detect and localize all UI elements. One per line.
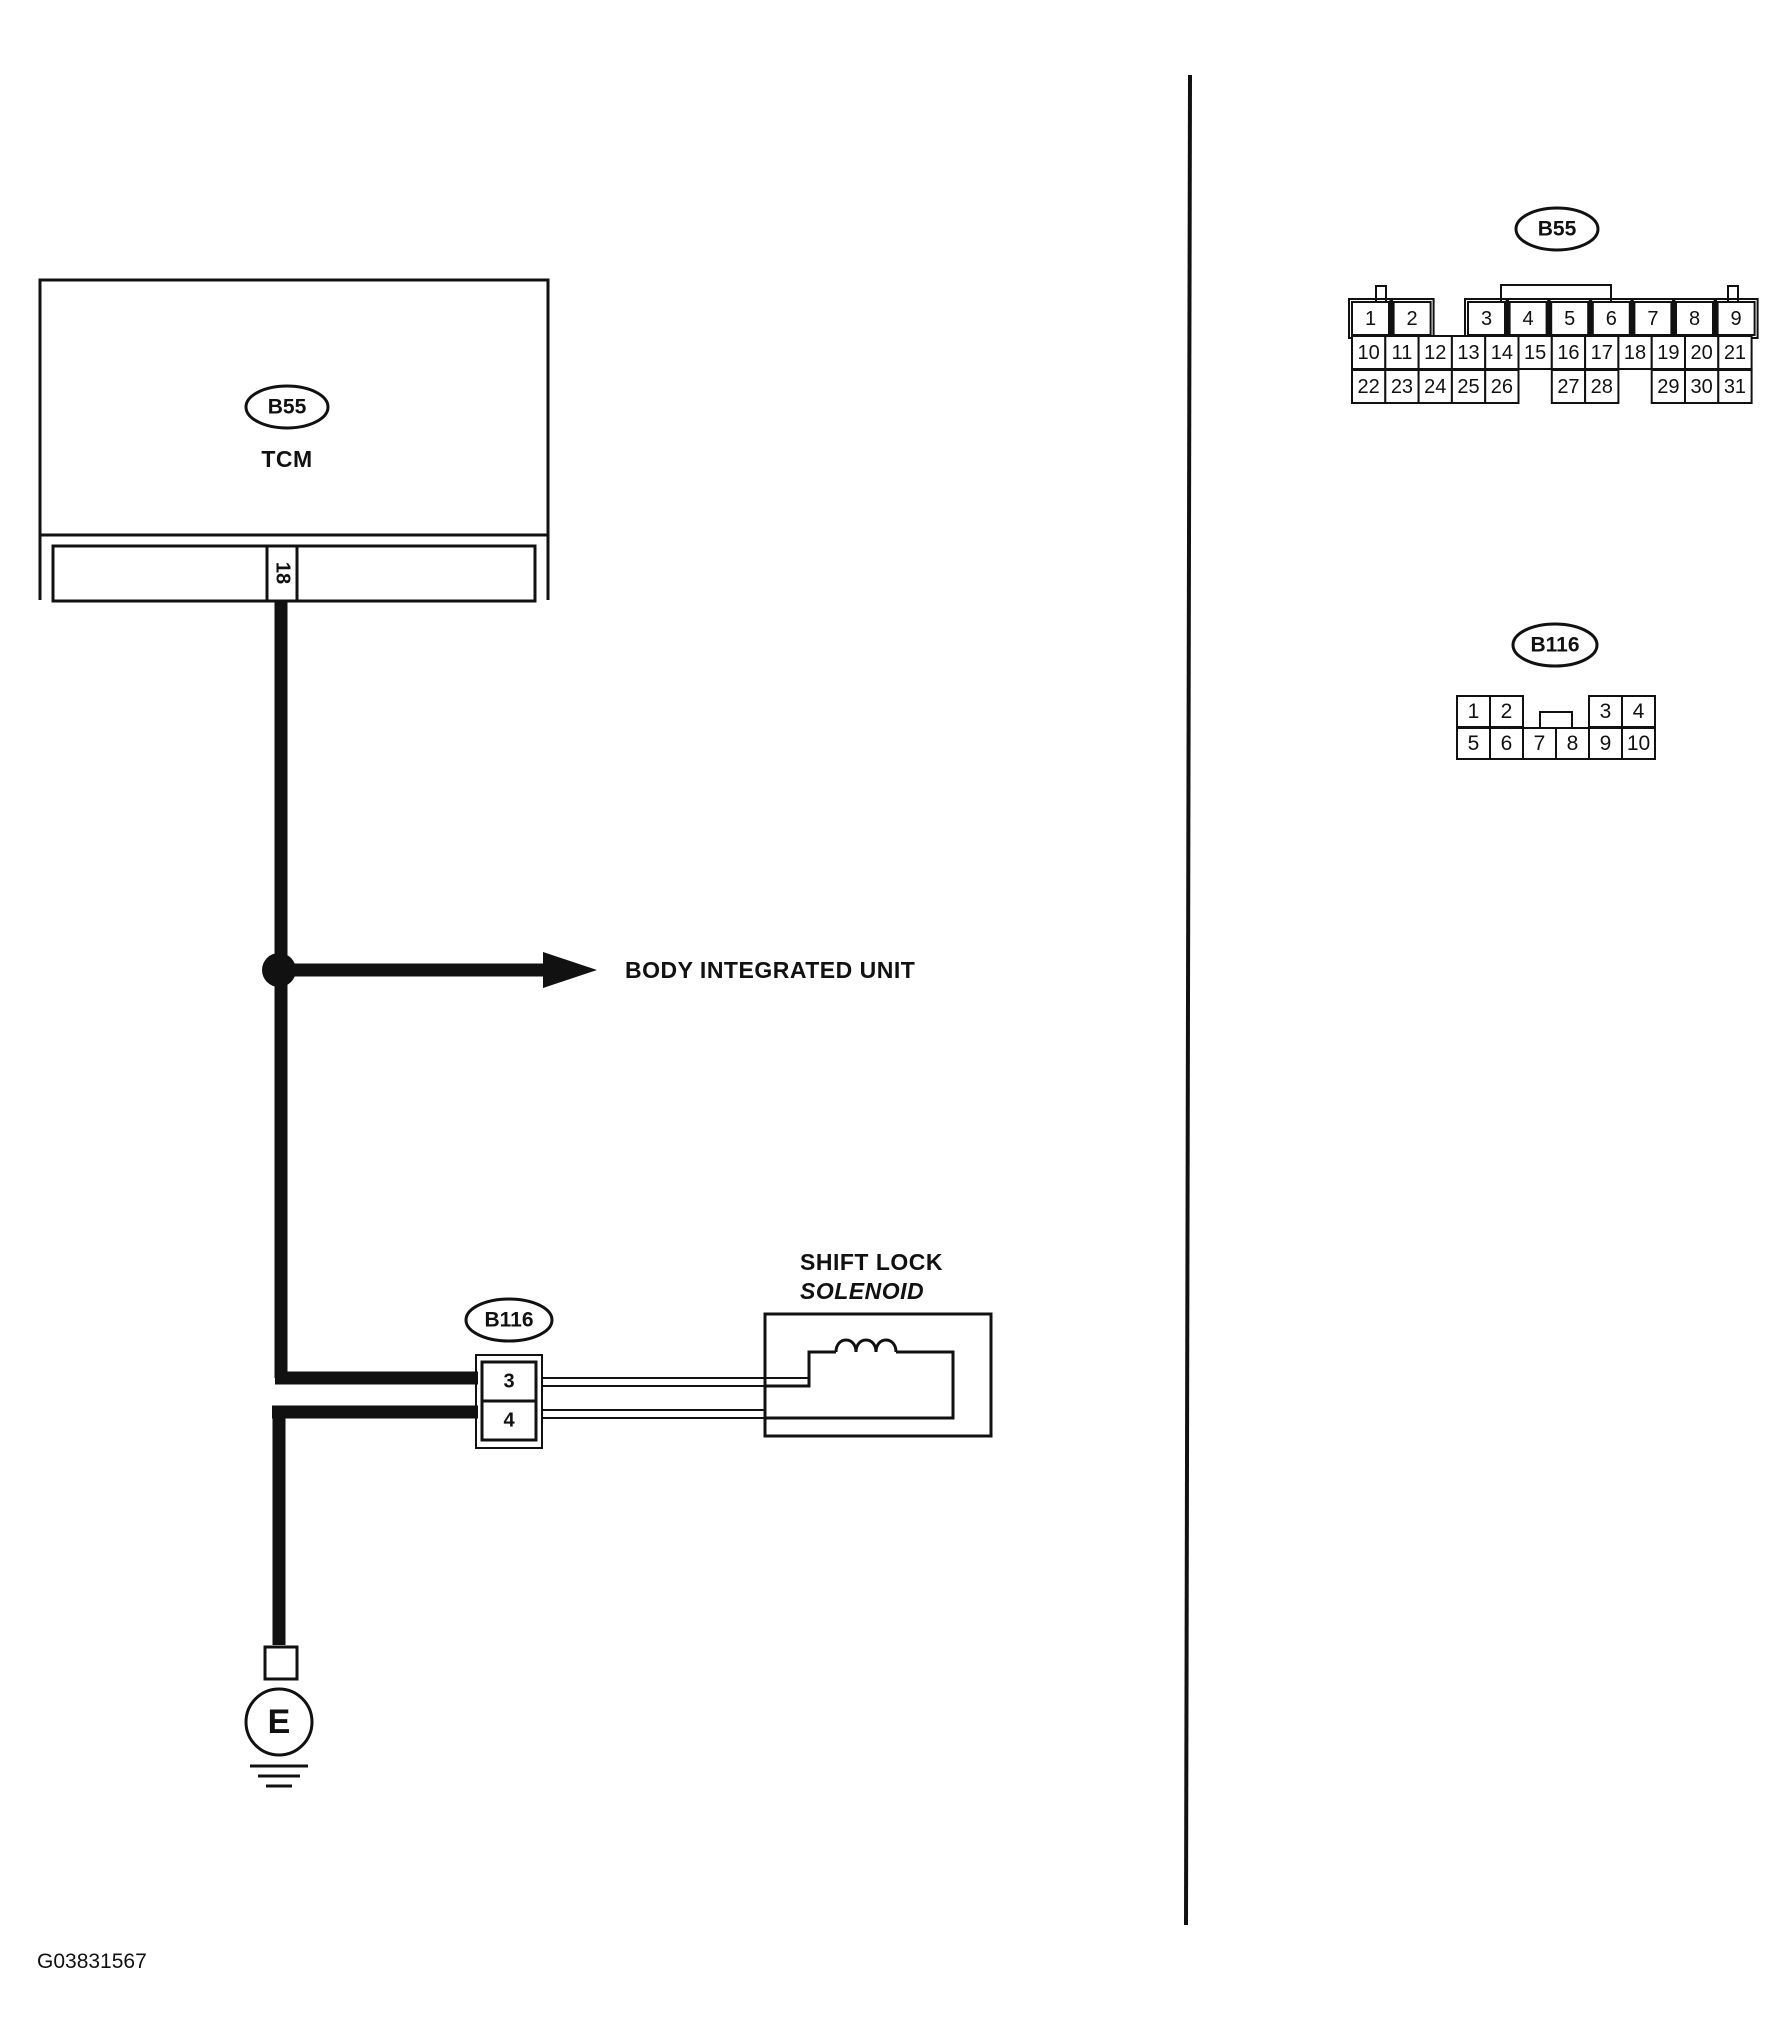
b116-face-pin-10-cell <box>1621 727 1656 760</box>
b55-face-pin-28-cell <box>1584 369 1620 404</box>
b55-face-pin-1-cell <box>1351 301 1390 336</box>
b55-face-pin-28: 28 <box>1591 376 1613 398</box>
b55-face-pin-7: 7 <box>1647 308 1658 330</box>
b116-face-pin-8: 8 <box>1567 732 1579 755</box>
b116-face-pin-5-cell <box>1456 727 1491 760</box>
b55-face-pin-8: 8 <box>1689 308 1700 330</box>
b116-face-label: B116 <box>1530 634 1579 657</box>
tcm-connector-label: B55 <box>268 396 307 419</box>
b55-face-pin-10: 10 <box>1358 342 1380 364</box>
b55-face-pin-13: 13 <box>1457 342 1479 364</box>
b55-face-pin-9-cell <box>1716 301 1756 336</box>
b55-face-pin-21: 21 <box>1724 342 1746 364</box>
b55-face-badge <box>1514 206 1600 252</box>
b116-pin-3: 3 <box>503 1370 514 1392</box>
b116-face-pin-9-cell <box>1588 727 1623 760</box>
b116-pin-4: 4 <box>503 1409 515 1431</box>
b55-face-pin-22: 22 <box>1358 376 1380 398</box>
b55-face-pin-8-cell <box>1675 301 1714 336</box>
b55-face-pin-1: 1 <box>1365 308 1376 330</box>
b55-face-pin-26-cell <box>1484 369 1520 404</box>
b116-face-pin-7: 7 <box>1534 732 1546 755</box>
b116-face-pin-2-cell <box>1489 695 1524 728</box>
b55-face-pin-31-cell <box>1717 369 1753 404</box>
tcm-module: 18 B55 TCM <box>38 278 550 603</box>
b55-face-pin-4: 4 <box>1523 308 1534 330</box>
b55-face-pin-24-cell <box>1417 369 1453 404</box>
b55-face-pin-14-cell <box>1484 335 1520 370</box>
b55-face-pin-11: 11 <box>1392 342 1413 364</box>
b55-face-pin-10-cell <box>1351 335 1387 370</box>
b55-face-pin-17: 17 <box>1591 342 1613 364</box>
b116-face-pin-10: 10 <box>1627 732 1650 755</box>
b55-face-pin-19: 19 <box>1657 342 1679 364</box>
b116-face-pin-9: 9 <box>1600 732 1612 755</box>
b55-face-pin-6-cell <box>1591 301 1631 336</box>
b55-face-label: B55 <box>1538 218 1577 241</box>
tcm-pin-18: 18 <box>272 562 294 584</box>
b55-face-pin-23-cell <box>1384 369 1420 404</box>
b55-face-pin-27-cell <box>1550 369 1587 404</box>
b116-connector: B116 3 4 <box>464 1297 554 1449</box>
b116-face-pin-6-cell <box>1489 727 1524 760</box>
splice-point <box>262 953 296 987</box>
arrow-body-unit <box>543 952 597 988</box>
b55-face-pin-30: 30 <box>1691 376 1713 398</box>
b55-face-pin-2: 2 <box>1407 308 1418 330</box>
b55-face-pin-29-cell <box>1650 369 1686 404</box>
b55-face-pin-25-cell <box>1450 369 1487 404</box>
ground-symbol: E <box>244 1645 314 1788</box>
b55-face-pin-5: 5 <box>1564 308 1575 330</box>
wiring <box>262 600 809 1645</box>
b55-face-pin-29: 29 <box>1657 376 1679 398</box>
b116-badge <box>464 1297 554 1343</box>
b55-face-pin-12: 12 <box>1424 342 1446 364</box>
tcm-connector-badge <box>244 384 330 430</box>
b55-face-pin-27: 27 <box>1557 376 1579 398</box>
b116-face-pin-4-cell <box>1621 695 1656 728</box>
b55-face-pin-31: 31 <box>1724 376 1746 398</box>
b55-face-pin-15-cell <box>1517 335 1553 370</box>
b55-face-pin-16: 16 <box>1557 342 1579 364</box>
b55-face-pin-20: 20 <box>1691 342 1713 364</box>
solenoid-coil-icon <box>834 1338 898 1353</box>
b55-face-pin-18: 18 <box>1624 342 1646 364</box>
divider-line <box>1184 74 1192 1926</box>
b55-face-pin-4-cell <box>1508 301 1548 336</box>
b116-face-pin-7-cell <box>1522 727 1557 760</box>
b55-face-pin-24: 24 <box>1424 376 1446 398</box>
figure-code: G03831567 <box>37 1950 147 1973</box>
b116-face-pin-5: 5 <box>1468 732 1480 755</box>
b55-face-pin-23: 23 <box>1391 376 1413 398</box>
b55-face-pin-9: 9 <box>1731 308 1742 330</box>
b55-face-pin-15: 15 <box>1524 342 1546 364</box>
shift-lock-solenoid: SHIFT LOCK SOLENOID <box>763 1249 993 1438</box>
b55-face-pin-6: 6 <box>1606 308 1617 330</box>
b55-face-pin-3: 3 <box>1481 308 1492 330</box>
b116-face-pin-2: 2 <box>1501 700 1513 723</box>
solenoid-label-line1: SHIFT LOCK <box>800 1249 943 1275</box>
tcm-label: TCM <box>261 446 312 472</box>
b55-face-pin-14: 14 <box>1491 342 1513 364</box>
b116-label: B116 <box>484 1309 533 1332</box>
b55-face-pin-26: 26 <box>1491 376 1513 398</box>
b116-face-pin-6: 6 <box>1501 732 1513 755</box>
body-unit-label: BODY INTEGRATED UNIT <box>625 957 915 983</box>
solenoid-label-line2: SOLENOID <box>800 1278 924 1304</box>
ground-label: E <box>268 1703 291 1741</box>
b116-face-pin-3: 3 <box>1600 700 1612 723</box>
b55-face-pin-25: 25 <box>1457 376 1479 398</box>
b116-face-pin-4: 4 <box>1633 700 1645 723</box>
b55-face-pin-22-cell <box>1351 369 1387 404</box>
b116-face-pin-1: 1 <box>1468 700 1480 723</box>
b55-face-pin-18-cell <box>1617 335 1653 370</box>
b116-face-badge <box>1511 622 1599 668</box>
